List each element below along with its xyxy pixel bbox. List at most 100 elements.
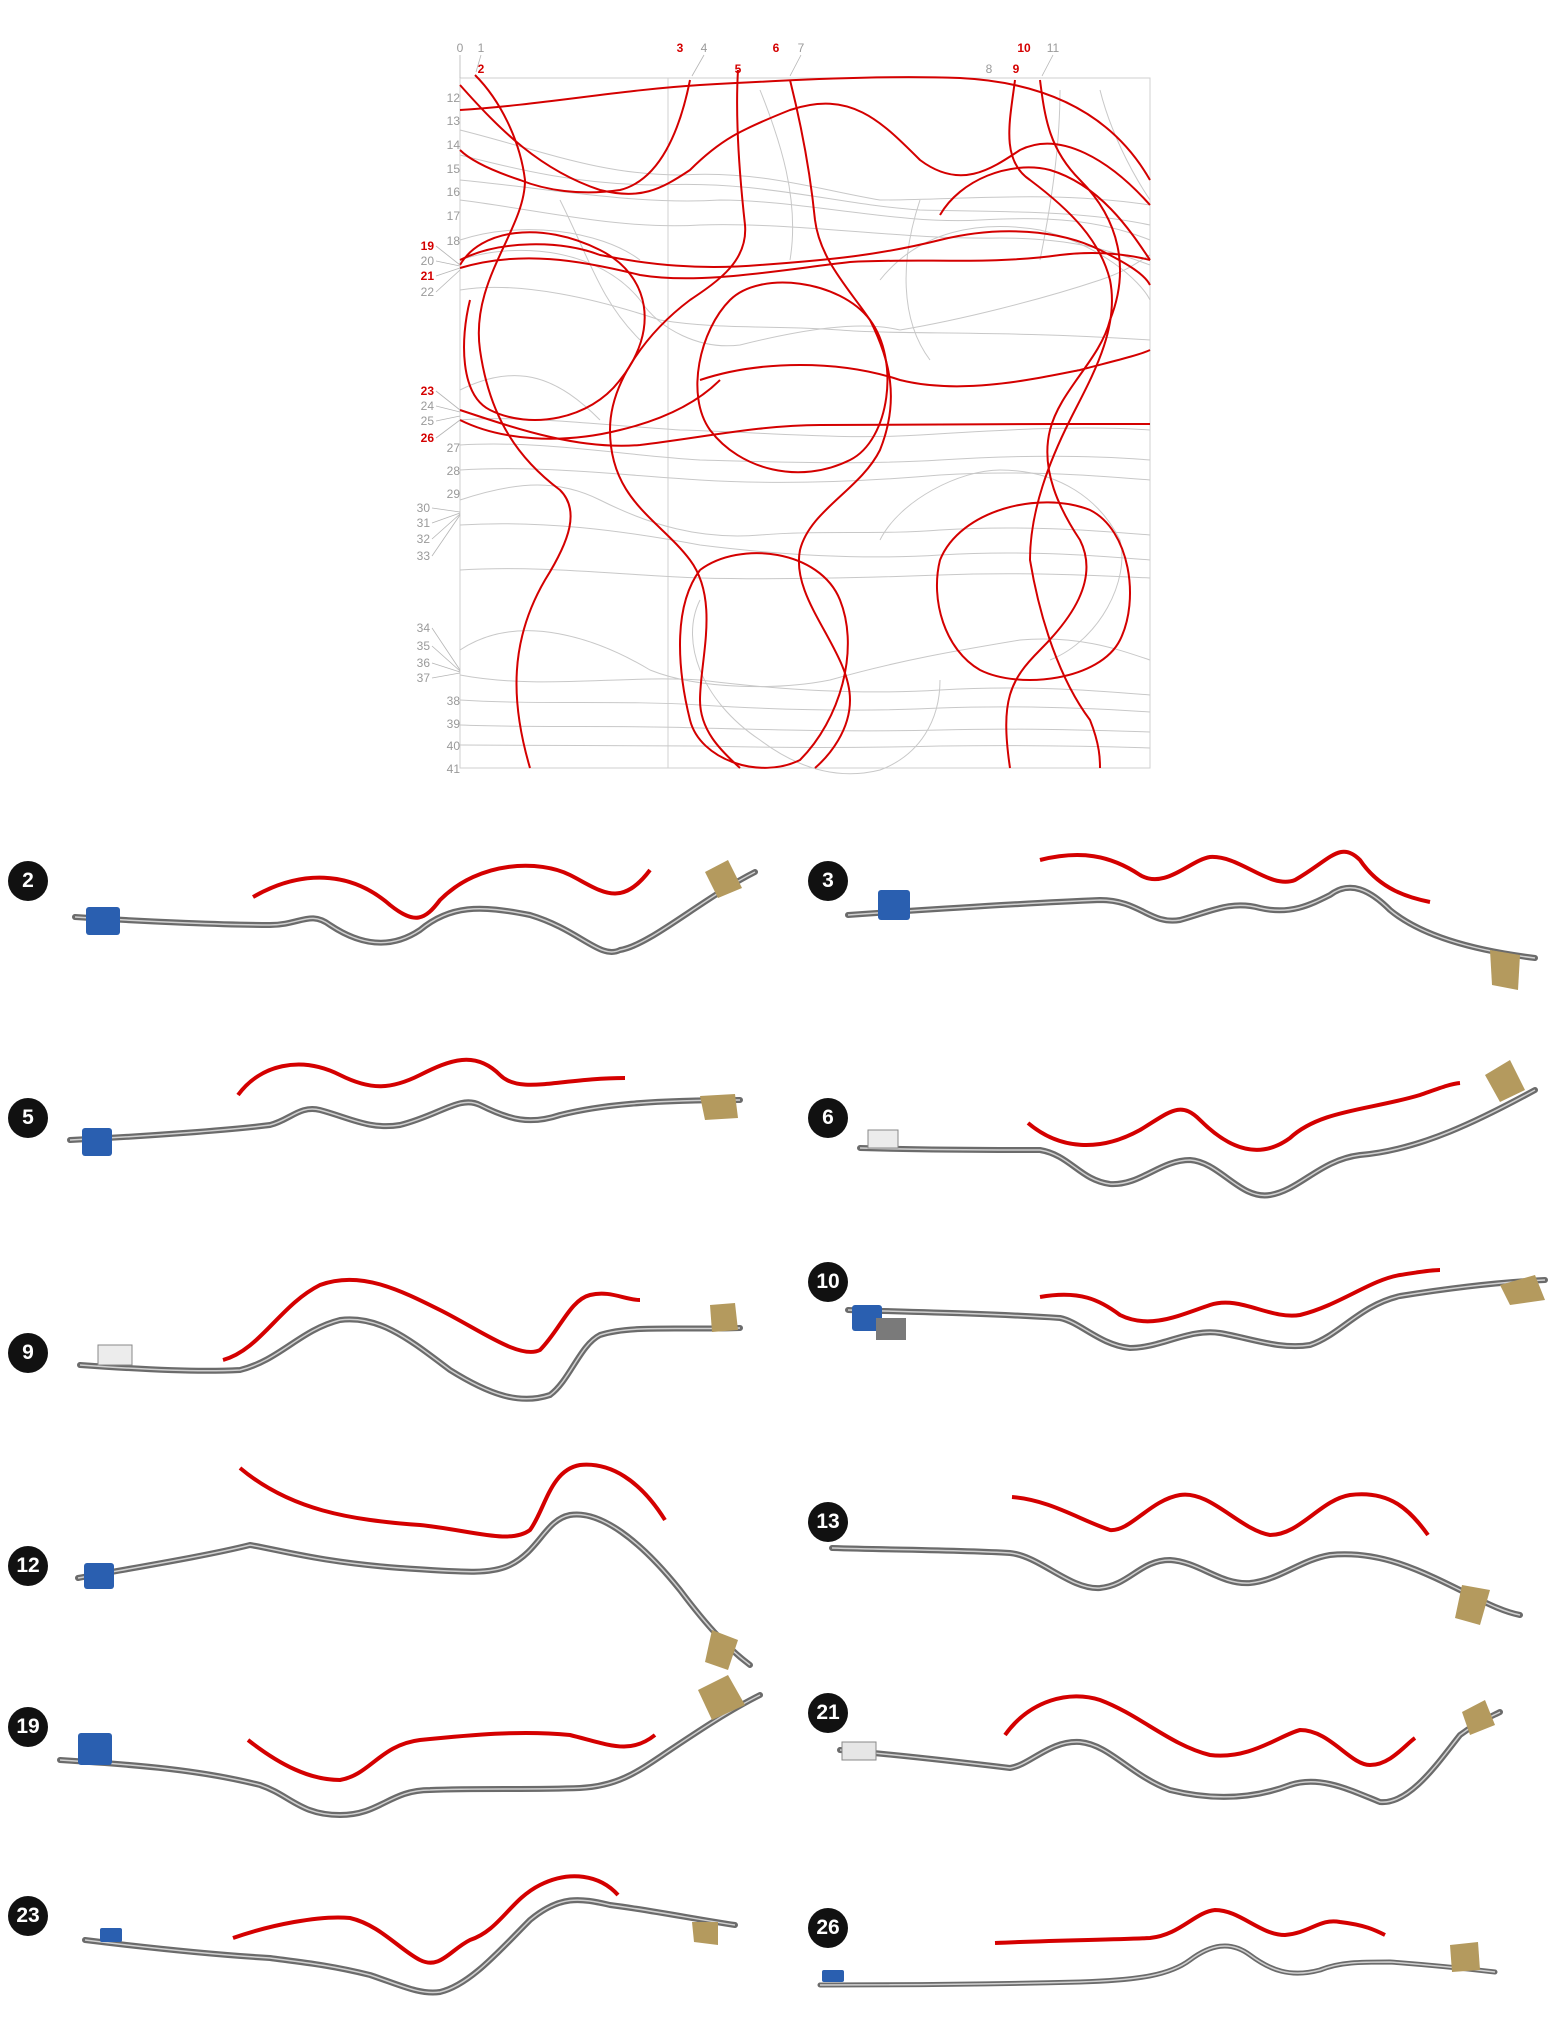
guide-curve [1026,1081,1461,1152]
specimen-19 [57,1675,763,1819]
tan-tape [1455,1585,1490,1625]
bent-rod [72,869,758,955]
tan-tape [692,1922,718,1945]
specimen-badge: 6 [808,1098,848,1138]
row-label: 36 [416,656,430,670]
tan-tape [710,1303,738,1332]
guide-curve [1039,1268,1441,1324]
guide-curve [994,1907,1386,1945]
specimen-badge: 9 [8,1333,48,1373]
bent-rod [845,884,1538,961]
tan-tape [698,1675,745,1720]
bent-rod [837,1709,1503,1806]
column-label: 7 [797,41,805,55]
row-label: 13 [446,114,460,128]
highlighted-curves [459,69,1151,769]
tan-tape [705,860,742,898]
tan-tape [1462,1700,1495,1735]
blue-tape [84,1563,114,1589]
tan-tape [705,1630,738,1670]
specimen-badge: 19 [8,1707,48,1747]
row-label: 24 [420,399,434,413]
specimen-badge: 13 [808,1502,848,1542]
specimen-badge: 21 [808,1693,848,1733]
bent-rod [817,1943,1498,1988]
bent-rod [845,1277,1548,1352]
guide-curve [1003,1694,1417,1768]
label-sticker [97,1344,133,1366]
tan-tape [700,1094,738,1120]
row-label: 34 [416,621,430,635]
specimen-5 [67,1057,743,1156]
specimen-3 [845,849,1538,990]
row-label: 22 [420,285,434,299]
tan-tape [1500,1275,1545,1305]
grey-curves [459,89,1151,775]
blue-tape [100,1928,122,1942]
row-label: 15 [446,162,460,176]
row-label: 20 [420,254,434,268]
row-label: 37 [416,671,430,685]
column-label-highlight: 6 [772,41,780,55]
bent-rod [77,1316,743,1402]
row-label: 33 [416,549,430,563]
specimen-badge: 2 [8,861,48,901]
row-label: 17 [446,209,460,223]
blue-tape [878,890,910,920]
tan-tape [1450,1942,1480,1972]
guide-curve [1011,1492,1430,1538]
row-label: 27 [446,441,460,455]
bent-rod [75,1511,753,1668]
row-label: 35 [416,639,430,653]
row-label-highlight: 19 [420,239,434,253]
row-label: 29 [446,487,460,501]
row-label: 12 [446,91,460,105]
column-label-highlight: 9 [1012,62,1020,76]
blue-tape [822,1970,844,1982]
row-label-highlight: 26 [420,431,434,445]
row-label: 28 [446,464,460,478]
column-label: 8 [985,62,993,76]
guide-curve [222,1277,641,1362]
label-sticker [841,1741,877,1761]
specimen-badge: 23 [8,1896,48,1936]
column-label: 1 [477,41,485,55]
bent-rod [82,1897,738,1996]
guide-curve [1039,849,1431,904]
label-sticker [867,1129,899,1149]
column-label-highlight: 3 [676,41,684,55]
guide-curve [246,1730,657,1783]
bent-rod [857,1087,1538,1199]
column-label: 0 [456,41,464,55]
specimen-badge: 12 [8,1546,48,1586]
specimen-2 [72,860,758,955]
row-label: 30 [416,501,430,515]
column-label: 4 [700,41,708,55]
tan-tape [1490,950,1520,990]
diagram-frame [459,77,1151,769]
row-label: 16 [446,185,460,199]
specimen-badge: 5 [8,1098,48,1138]
row-label: 32 [416,532,430,546]
specimen-10 [845,1268,1548,1352]
specimen-12 [75,1462,753,1670]
specimen-badge: 3 [808,861,848,901]
row-label: 18 [446,234,460,248]
specimen-badge: 10 [808,1262,848,1302]
blue-tape [82,1128,112,1156]
row-label: 40 [446,739,460,753]
blue-tape [78,1733,112,1765]
specimen-badge: 26 [808,1908,848,1948]
specimen-9 [77,1277,743,1402]
row-label-highlight: 21 [420,269,434,283]
column-label: 11 [1046,41,1060,55]
row-label: 14 [446,138,460,152]
row-label: 39 [446,717,460,731]
specimen-26 [817,1907,1498,1988]
column-label-highlight: 2 [477,62,485,76]
bent-rod [829,1545,1523,1618]
specimen-6 [857,1060,1538,1199]
guide-curve [236,1057,626,1097]
row-label: 31 [416,516,430,530]
guide-curve [232,1874,620,1965]
